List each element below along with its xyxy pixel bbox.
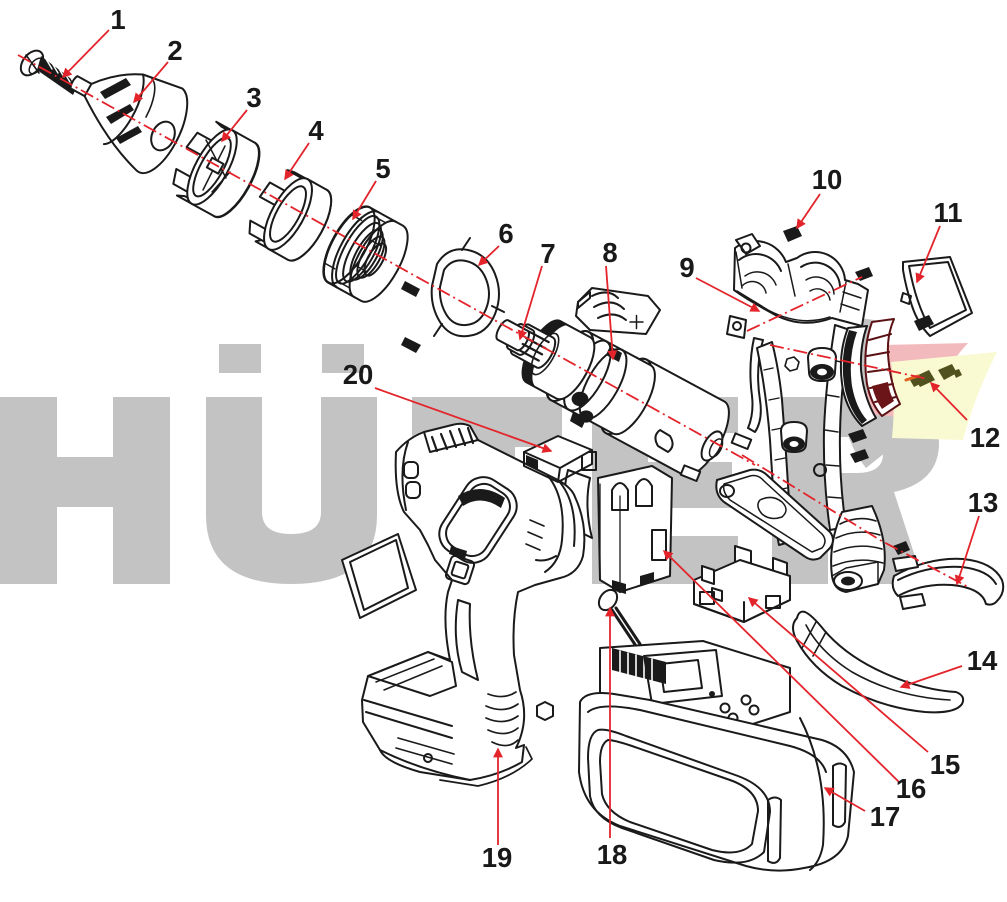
svg-text:16: 16 [896, 773, 927, 804]
svg-text:10: 10 [812, 164, 843, 195]
svg-text:11: 11 [933, 197, 962, 228]
svg-text:7: 7 [540, 238, 555, 269]
svg-text:20: 20 [343, 359, 374, 390]
svg-text:9: 9 [679, 252, 694, 283]
svg-text:5: 5 [375, 153, 390, 184]
svg-text:4: 4 [308, 115, 324, 146]
svg-text:13: 13 [968, 487, 999, 518]
svg-text:15: 15 [930, 749, 961, 780]
svg-text:12: 12 [970, 422, 1001, 453]
svg-text:1: 1 [110, 4, 125, 35]
svg-text:17: 17 [870, 801, 901, 832]
svg-text:3: 3 [246, 82, 261, 113]
svg-text:6: 6 [498, 218, 513, 249]
svg-text:18: 18 [597, 839, 628, 870]
svg-text:8: 8 [602, 237, 617, 268]
svg-text:19: 19 [482, 842, 513, 873]
svg-text:2: 2 [167, 35, 182, 66]
svg-text:14: 14 [967, 645, 998, 676]
